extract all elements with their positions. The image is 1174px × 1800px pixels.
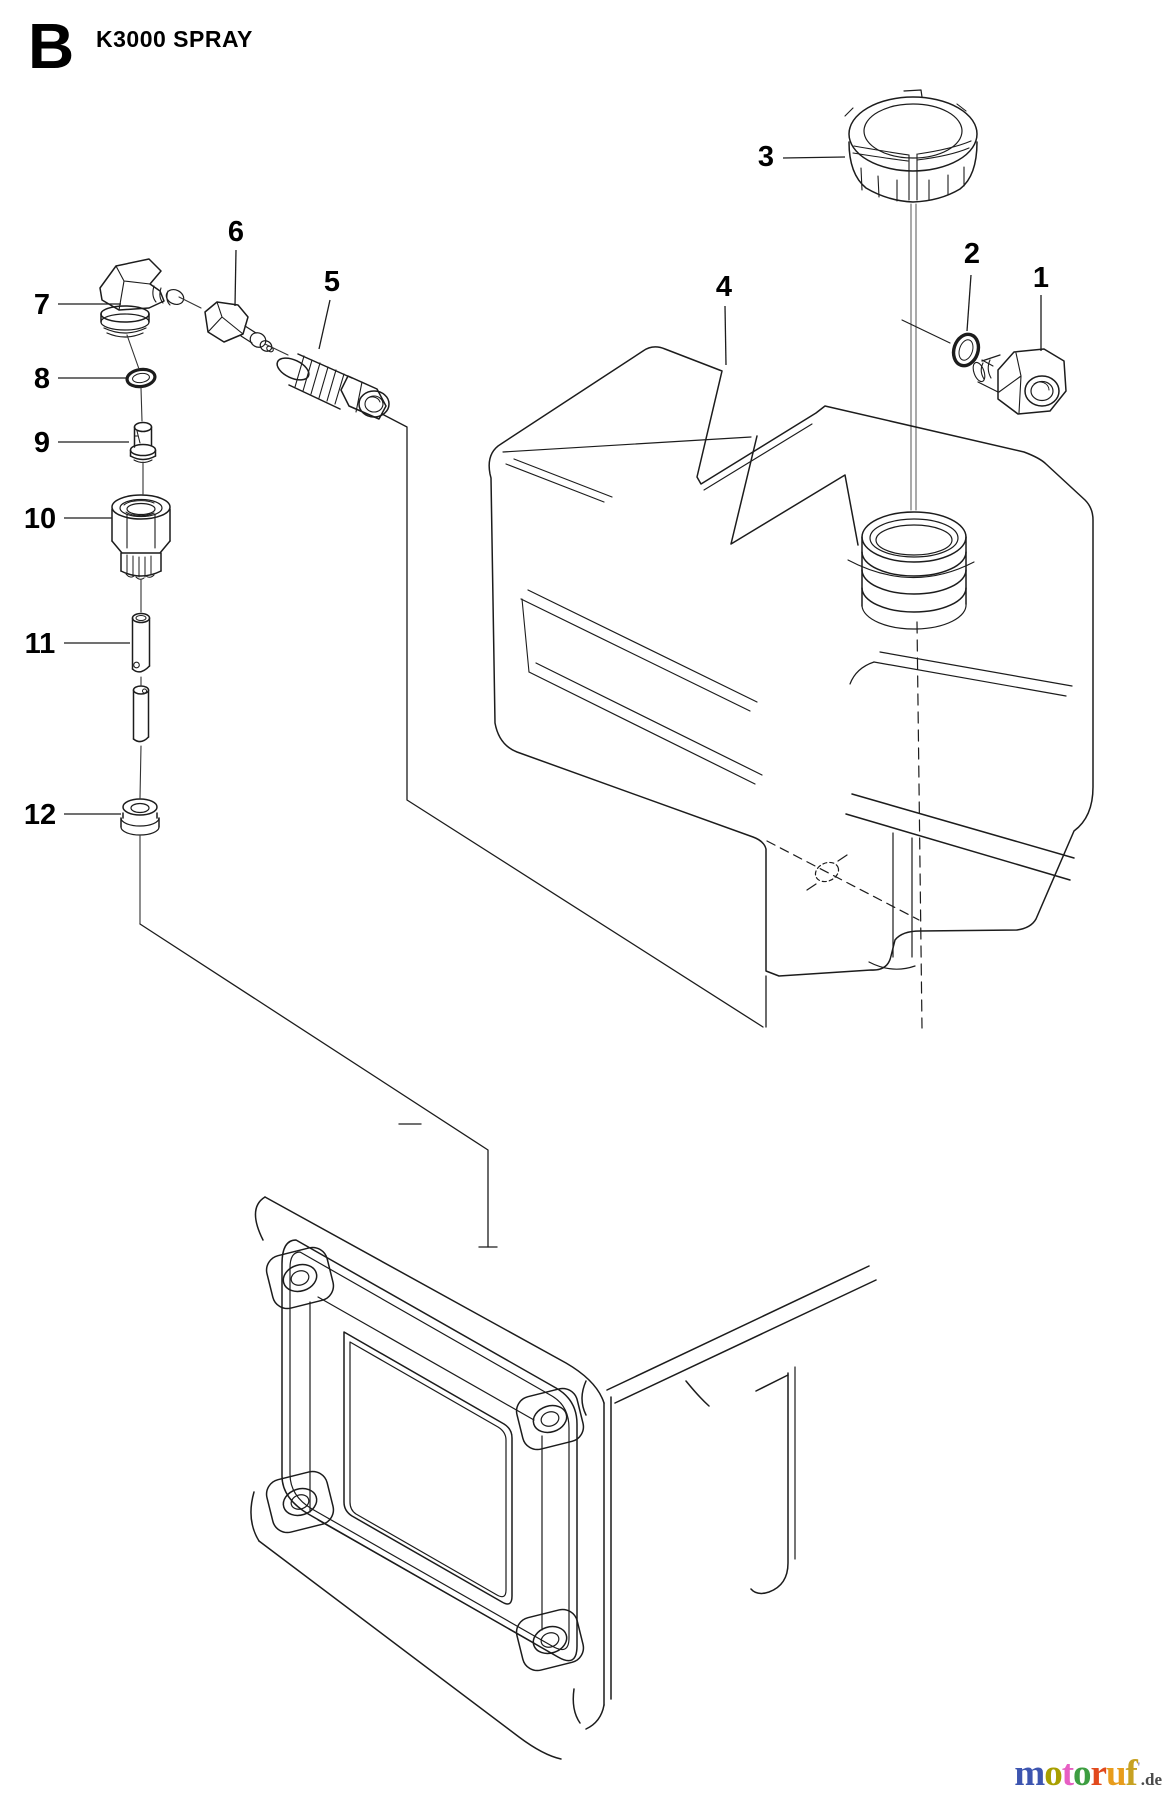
corner-boss — [265, 1470, 335, 1534]
pointer-lines — [139, 413, 767, 1248]
corner-boss — [265, 1246, 335, 1310]
watermark-letter: o — [1044, 1753, 1062, 1794]
part-callout-11: 11 — [25, 628, 56, 660]
watermark-letter: u — [1105, 1753, 1127, 1794]
part-3-tank-cap-drawing — [844, 89, 978, 511]
part-callout-5: 5 — [324, 266, 340, 298]
part-10-swivel-nut-drawing — [111, 494, 171, 580]
part-5-quick-coupler-drawing — [276, 353, 390, 420]
section-letter: B — [28, 10, 75, 82]
part-callout-12: 12 — [24, 799, 56, 831]
assembly-axis-lines — [126, 296, 289, 925]
watermark-mark: ' — [1136, 1760, 1141, 1776]
watermark-tld: .de — [1140, 1770, 1162, 1789]
part-callout-9: 9 — [34, 427, 50, 459]
mounting-plate-drawing — [250, 1196, 877, 1760]
part-7-elbow-fitting-drawing — [99, 258, 185, 338]
watermark-letter: r — [1090, 1753, 1107, 1794]
watermark-logo: motoruf'.de — [1014, 1752, 1162, 1795]
part-4-tank-drawing — [488, 346, 1094, 1029]
part-1-adapter-nut-drawing — [901, 319, 1067, 415]
part-callout-10: 10 — [24, 503, 56, 535]
part-11-hose-drawing — [131, 612, 151, 743]
watermark-letter: f — [1125, 1753, 1138, 1794]
corner-boss — [515, 1608, 585, 1672]
callout-leader-3 — [782, 156, 846, 159]
callout-leader-4 — [724, 305, 727, 366]
watermark-letter: t — [1061, 1753, 1074, 1794]
part-callout-4: 4 — [716, 271, 732, 303]
part-callout-8: 8 — [34, 363, 50, 395]
page-title: K3000 SPRAY — [96, 26, 253, 52]
part-callout-1: 1 — [1033, 262, 1049, 294]
part-8-o-ring-drawing — [125, 367, 157, 389]
part-12-grommet-drawing — [120, 798, 160, 836]
part-callout-6: 6 — [228, 216, 244, 248]
part-2-o-ring-drawing — [951, 332, 981, 368]
part-6-nipple-fitting-drawing — [204, 301, 274, 353]
corner-boss — [515, 1387, 585, 1451]
part-callout-7: 7 — [34, 289, 50, 321]
part-callout-3: 3 — [758, 141, 774, 173]
watermark-letter: m — [1014, 1753, 1045, 1794]
watermark-letter: o — [1073, 1753, 1091, 1794]
part-9-insert-drawing — [129, 421, 157, 464]
part-callout-2: 2 — [964, 238, 980, 270]
callout-leader-6 — [234, 249, 237, 307]
callout-leader-5 — [318, 299, 331, 350]
callout-leader-2 — [966, 274, 972, 332]
